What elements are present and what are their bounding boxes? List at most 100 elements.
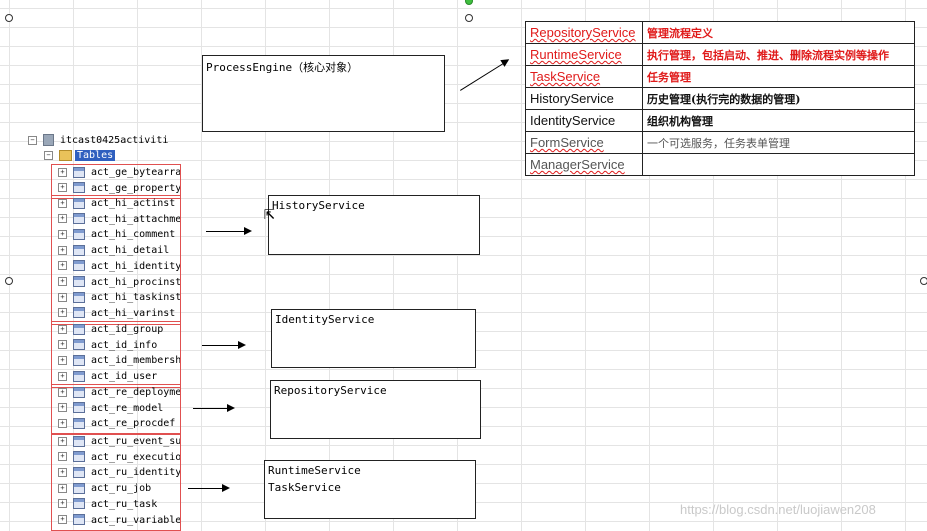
- service-desc-cell[interactable]: 一个可选服务，任务表单管理: [642, 131, 915, 154]
- service-description: 管理流程定义: [647, 26, 713, 40]
- table-name-label: act_hi_comment: [91, 229, 176, 241]
- table-name-label: act_hi_detail: [91, 245, 170, 257]
- service-name-cell[interactable]: RepositoryService: [525, 21, 643, 44]
- expand-icon[interactable]: +: [58, 292, 67, 302]
- selection-handle-top-left[interactable]: [5, 14, 13, 22]
- tree-table-item[interactable]: +act_ge_property: [58, 181, 180, 197]
- expand-icon[interactable]: +: [58, 308, 67, 318]
- tree-table-item[interactable]: + act_id_user: [58, 369, 180, 385]
- expand-icon[interactable]: +: [58, 245, 67, 255]
- process-engine-label: ProcessEngine（核心对象）: [206, 61, 359, 74]
- service-description: 历史管理(执行完的数据的管理): [647, 92, 801, 106]
- mouse-cursor-icon: ⇱: [264, 203, 275, 224]
- collapse-icon[interactable]: −: [28, 135, 37, 145]
- expand-icon[interactable]: +: [58, 355, 67, 365]
- expand-icon[interactable]: +: [58, 387, 67, 397]
- identity-service-box[interactable]: IdentityService: [271, 309, 476, 368]
- service-name: RuntimeService: [530, 47, 622, 62]
- selection-handle-mid-left[interactable]: [5, 277, 13, 285]
- tree-table-item[interactable]: +act_re_procdef: [58, 416, 180, 432]
- tree-table-item[interactable]: + act_id_info: [58, 338, 180, 354]
- table-group-box: +act_ge_bytearray+act_ge_property: [51, 164, 181, 200]
- table-icon: [73, 339, 85, 351]
- table-name-label: act_ru_task: [91, 498, 158, 510]
- service-description: 执行管理，包括启动、推进、删除流程实例等操作: [647, 48, 889, 62]
- table-icon: [73, 182, 85, 194]
- arrow-hi-to-history: [206, 227, 252, 235]
- tree-table-item[interactable]: +act_re_model: [58, 401, 180, 417]
- table-icon: [73, 514, 85, 525]
- tree-table-item[interactable]: +act_hi_attachment: [58, 212, 180, 228]
- selection-handle-top-center[interactable]: [465, 14, 473, 22]
- expand-icon[interactable]: +: [58, 436, 67, 446]
- service-name-cell[interactable]: FormService: [525, 131, 643, 154]
- expand-icon[interactable]: +: [58, 214, 67, 224]
- expand-icon[interactable]: +: [58, 403, 67, 413]
- service-name-cell[interactable]: ManagerService: [525, 153, 643, 176]
- services-table-row: FormService 一个可选服务，任务表单管理: [525, 131, 915, 154]
- expand-icon[interactable]: +: [58, 277, 67, 286]
- table-icon: [73, 213, 85, 225]
- service-name-cell[interactable]: HistoryService: [525, 87, 643, 110]
- service-desc-cell[interactable]: 历史管理(执行完的数据的管理): [642, 87, 915, 110]
- table-name-label: act_id_user: [91, 371, 158, 383]
- runtime-task-service-box[interactable]: RuntimeService TaskService: [264, 460, 476, 519]
- tree-table-item[interactable]: +act_hi_taskinst: [58, 290, 180, 306]
- service-desc-cell[interactable]: [642, 153, 915, 176]
- tree-table-item[interactable]: +act_ru_identitylink: [58, 465, 180, 481]
- expand-icon[interactable]: +: [58, 371, 67, 381]
- tree-table-item[interactable]: +act_hi_varinst: [58, 306, 180, 322]
- expand-icon[interactable]: +: [58, 324, 67, 334]
- tree-tables-node[interactable]: − Tables: [44, 148, 116, 164]
- service-desc-cell[interactable]: 执行管理，包括启动、推进、删除流程实例等操作: [642, 43, 915, 66]
- expand-icon[interactable]: +: [58, 499, 67, 509]
- tree-table-item[interactable]: + act_ru_task: [58, 497, 180, 513]
- tree-table-item[interactable]: +act_ru_execution: [58, 450, 180, 466]
- tree-table-item[interactable]: + act_hi_comment: [58, 227, 180, 243]
- tree-table-item[interactable]: +act_hi_procinst: [58, 275, 180, 291]
- selection-handle-mid-right[interactable]: [920, 277, 927, 285]
- tables-label: Tables: [75, 150, 116, 161]
- tree-table-item[interactable]: +act_ru_variable: [58, 513, 180, 529]
- selection-handle-top-green[interactable]: [465, 0, 473, 5]
- table-name-label: act_id_info: [91, 339, 158, 351]
- tree-table-item[interactable]: + act_hi_detail: [58, 243, 180, 259]
- expand-icon[interactable]: +: [58, 340, 67, 350]
- service-name-cell[interactable]: IdentityService: [525, 109, 643, 132]
- expand-icon[interactable]: +: [58, 467, 67, 477]
- service-name-cell[interactable]: RuntimeService: [525, 43, 643, 66]
- services-table-row: RuntimeService 执行管理，包括启动、推进、删除流程实例等操作: [525, 43, 915, 66]
- expand-icon[interactable]: +: [58, 198, 67, 208]
- table-group-box: +act_re_deployment+act_re_model+act_re_p…: [51, 384, 181, 436]
- tree-table-item[interactable]: +act_hi_actinst: [58, 196, 180, 212]
- process-engine-box[interactable]: ProcessEngine（核心对象）: [202, 55, 445, 132]
- table-icon: [73, 291, 85, 303]
- tree-table-item[interactable]: +act_ru_event_subscr: [58, 434, 180, 450]
- expand-icon[interactable]: +: [58, 452, 67, 462]
- expand-icon[interactable]: +: [58, 167, 67, 177]
- tree-table-item[interactable]: +act_id_membership: [58, 353, 180, 369]
- tree-root-node[interactable]: −itcast0425activiti: [28, 133, 168, 149]
- repository-service-box[interactable]: RepositoryService: [270, 380, 481, 439]
- expand-icon[interactable]: +: [58, 515, 67, 524]
- expand-icon[interactable]: +: [58, 229, 67, 239]
- collapse-icon[interactable]: −: [44, 150, 53, 160]
- tree-table-item[interactable]: +act_re_deployment: [58, 385, 180, 401]
- expand-icon[interactable]: +: [58, 418, 67, 428]
- expand-icon[interactable]: +: [58, 261, 67, 271]
- service-name-cell[interactable]: TaskService: [525, 65, 643, 88]
- service-description: 一个可选服务，任务表单管理: [647, 136, 790, 150]
- expand-icon[interactable]: +: [58, 483, 67, 493]
- history-service-box-label: HistoryService: [272, 199, 365, 212]
- tree-table-item[interactable]: +act_ru_job: [58, 481, 180, 497]
- table-icon: [73, 276, 85, 287]
- tree-table-item[interactable]: +act_id_group: [58, 322, 180, 338]
- expand-icon[interactable]: +: [58, 183, 67, 193]
- table-icon: [73, 435, 85, 447]
- tree-table-item[interactable]: +act_hi_identitylink: [58, 259, 180, 275]
- service-desc-cell[interactable]: 任务管理: [642, 65, 915, 88]
- service-desc-cell[interactable]: 管理流程定义: [642, 21, 915, 44]
- service-desc-cell[interactable]: 组织机构管理: [642, 109, 915, 132]
- history-service-box[interactable]: HistoryService: [268, 195, 480, 255]
- tree-table-item[interactable]: +act_ge_bytearray: [58, 165, 180, 181]
